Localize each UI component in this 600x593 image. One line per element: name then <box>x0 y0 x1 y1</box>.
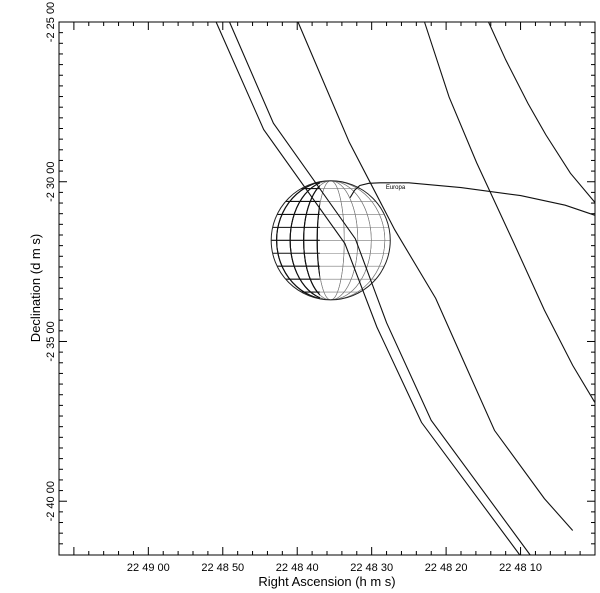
moon-path: Europa <box>349 182 596 216</box>
planet-meridian-dark <box>316 180 320 300</box>
x-tick-label: 22 48 50 <box>201 562 244 574</box>
y-tick-label: -2 35 00 <box>45 321 57 361</box>
x-tick-labels: 22 49 00 22 48 50 22 48 40 22 48 30 22 48 20… <box>127 562 542 574</box>
moon-label: Europa <box>386 185 406 191</box>
x-tick-label: 22 48 40 <box>276 562 319 574</box>
axis-ticks <box>59 22 595 555</box>
y-tick-label: -2 25 00 <box>45 2 57 42</box>
planet-meridian-dark <box>303 180 320 300</box>
planet-limb <box>270 180 391 301</box>
y-axis-label: Declination (d m s) <box>28 234 43 342</box>
planet-disk <box>270 180 391 301</box>
tracks <box>215 21 596 556</box>
x-tick-label: 22 48 20 <box>425 562 468 574</box>
track-5 <box>487 21 596 203</box>
track-2 <box>228 21 531 556</box>
x-axis-label: Right Ascension (h m s) <box>258 574 395 589</box>
plot-frame <box>58 21 596 556</box>
planet-meridian-dark <box>289 180 320 300</box>
track-3 <box>297 21 574 531</box>
y-tick-label: -2 30 00 <box>45 162 57 202</box>
planet-grid <box>271 180 391 300</box>
planet-night-grid <box>271 180 320 300</box>
x-tick-label: 22 49 00 <box>127 562 170 574</box>
y-tick-labels: -2 25 00 -2 30 00 -2 35 00 -2 40 00 <box>45 2 57 522</box>
track-1 <box>215 21 521 556</box>
y-tick-label: -2 40 00 <box>45 481 57 521</box>
track-4 <box>423 21 596 403</box>
planet-meridian-dark <box>276 180 320 300</box>
x-tick-label: 22 48 30 <box>350 562 393 574</box>
x-tick-label: 22 48 10 <box>499 562 542 574</box>
moon-track <box>349 182 596 216</box>
